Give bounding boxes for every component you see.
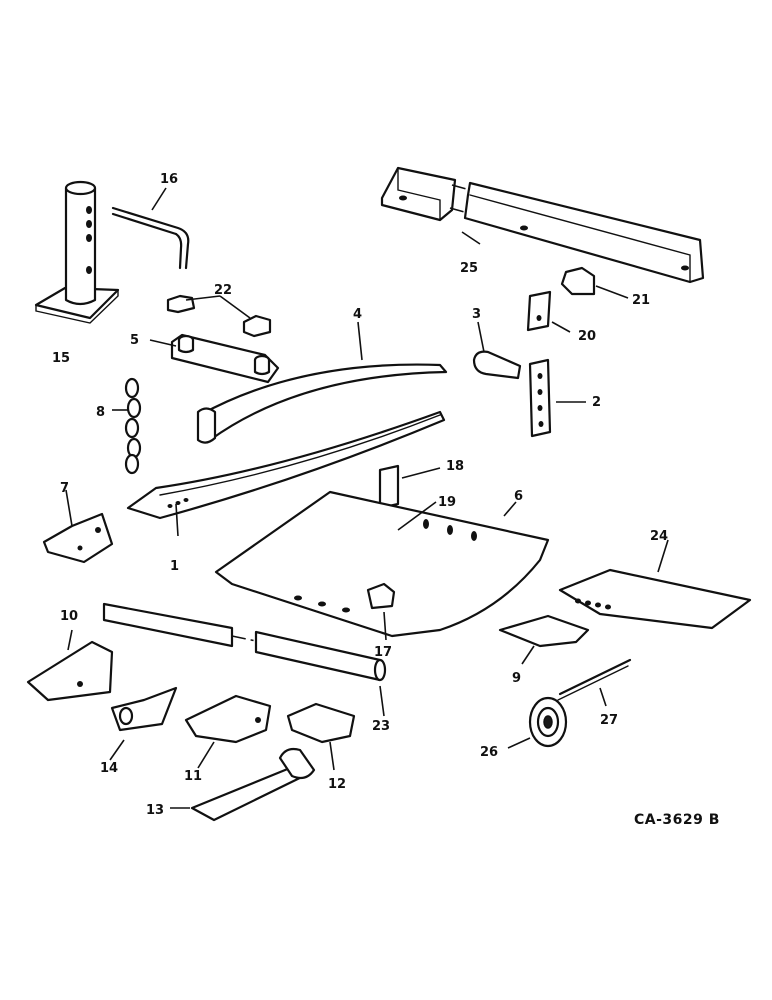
part-3-hook: [472, 350, 522, 380]
part-11-bracket: [184, 694, 272, 744]
part-1-channel: [126, 410, 446, 520]
part-9-plate: [498, 614, 590, 648]
callout-3: 3: [472, 307, 481, 322]
part-18-clip: [378, 464, 400, 510]
callout-6: 6: [514, 489, 523, 504]
callout-24: 24: [650, 529, 668, 544]
callout-21: 21: [632, 293, 650, 308]
part-27-chain: [557, 658, 632, 701]
part-20-bracket: [526, 290, 552, 332]
part-22-clips: [166, 294, 272, 338]
callout-7: 7: [60, 481, 69, 496]
part-26-pulley: [528, 696, 568, 748]
callout-16: 16: [160, 172, 178, 187]
callout-18: 18: [446, 459, 464, 474]
callout-17: 17: [374, 645, 392, 660]
callout-11: 11: [184, 769, 202, 784]
drawing-code: CA-3629 B: [634, 812, 720, 828]
part-10-mount: [26, 640, 114, 702]
part-12-clamp: [286, 702, 356, 744]
callout-19: 19: [438, 495, 456, 510]
part-15-jack-stand: [34, 180, 120, 324]
callout-15: 15: [52, 351, 70, 366]
callout-10: 10: [60, 609, 78, 624]
callout-4: 4: [353, 307, 362, 322]
callout-23: 23: [372, 719, 390, 734]
part-24-deflector: [558, 568, 752, 630]
callout-25: 25: [460, 261, 478, 276]
part-4-spring: [196, 363, 448, 444]
callout-8: 8: [96, 405, 105, 420]
callout-5: 5: [130, 333, 139, 348]
part-7-hitch-plate: [42, 512, 114, 564]
callout-13: 13: [146, 803, 164, 818]
part-13-strap: [190, 747, 316, 822]
callout-2: 2: [592, 395, 601, 410]
callout-27: 27: [600, 713, 618, 728]
callout-12: 12: [328, 777, 346, 792]
callout-22: 22: [214, 283, 232, 298]
callout-labels: 16 22 4 5 15 8 7 1 3 2 20 21 25 18 19 6 …: [52, 172, 720, 828]
part-21-u-bracket: [560, 266, 596, 296]
callout-9: 9: [512, 671, 521, 686]
part-8-chain: [124, 377, 142, 475]
callout-14: 14: [100, 761, 118, 776]
part-14-hinge: [110, 686, 178, 732]
part-6-pan: [214, 490, 550, 638]
callout-1: 1: [170, 559, 179, 574]
part-5-bar: [170, 333, 280, 384]
callout-20: 20: [578, 329, 596, 344]
part-23-rod: [102, 602, 387, 682]
leader-lines: [65, 187, 669, 809]
part-2-strap: [528, 358, 552, 438]
part-25-angle-rail: [380, 166, 705, 284]
part-17-bracket: [366, 582, 396, 610]
part-16-pin: [111, 206, 190, 270]
callout-26: 26: [480, 745, 498, 760]
